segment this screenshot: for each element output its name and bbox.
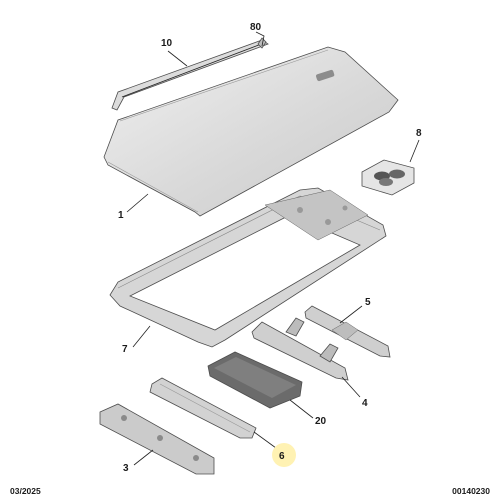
callout-80: 80 bbox=[250, 22, 262, 33]
callout-3: 3 bbox=[123, 463, 129, 474]
callout-20: 20 bbox=[315, 416, 327, 427]
callout-6: 6 bbox=[279, 451, 285, 462]
part-7-roof-frame bbox=[109, 187, 387, 348]
part-10-roof-molding bbox=[111, 39, 269, 111]
leader-3 bbox=[133, 449, 154, 466]
leader-4 bbox=[341, 376, 361, 398]
part-80-clip bbox=[257, 37, 267, 49]
footer-reference: 00140230 bbox=[452, 486, 490, 496]
callout-7: 7 bbox=[122, 344, 128, 355]
part-1-roof-panel bbox=[103, 46, 399, 217]
callout-5: 5 bbox=[365, 297, 371, 308]
callout-1: 1 bbox=[118, 210, 124, 221]
leader-1 bbox=[126, 193, 149, 213]
leader-7 bbox=[132, 325, 151, 348]
leader-lines bbox=[126, 31, 420, 466]
part-3-header-bracket bbox=[99, 403, 215, 475]
callout-8: 8 bbox=[416, 128, 422, 139]
leader-8 bbox=[409, 139, 420, 163]
part-5-rear-crossmember bbox=[304, 305, 391, 358]
leader-80 bbox=[255, 31, 265, 47]
part-8-fastener-kit bbox=[361, 159, 415, 196]
callout-labels: 10 80 8 1 7 5 4 20 6 3 bbox=[118, 22, 422, 474]
highlight-badge-6 bbox=[272, 443, 296, 467]
leader-5 bbox=[339, 305, 363, 324]
part-4-crossmember-reinforcement bbox=[251, 317, 349, 381]
callout-10: 10 bbox=[161, 38, 173, 49]
leader-6 bbox=[253, 431, 277, 449]
part-6-front-crossmember bbox=[149, 377, 257, 439]
footer-date: 03/2025 bbox=[10, 486, 41, 496]
callout-4: 4 bbox=[362, 398, 368, 409]
leader-20 bbox=[289, 399, 314, 419]
part-20-insulation-pad bbox=[207, 351, 303, 409]
leader-10 bbox=[167, 50, 188, 67]
